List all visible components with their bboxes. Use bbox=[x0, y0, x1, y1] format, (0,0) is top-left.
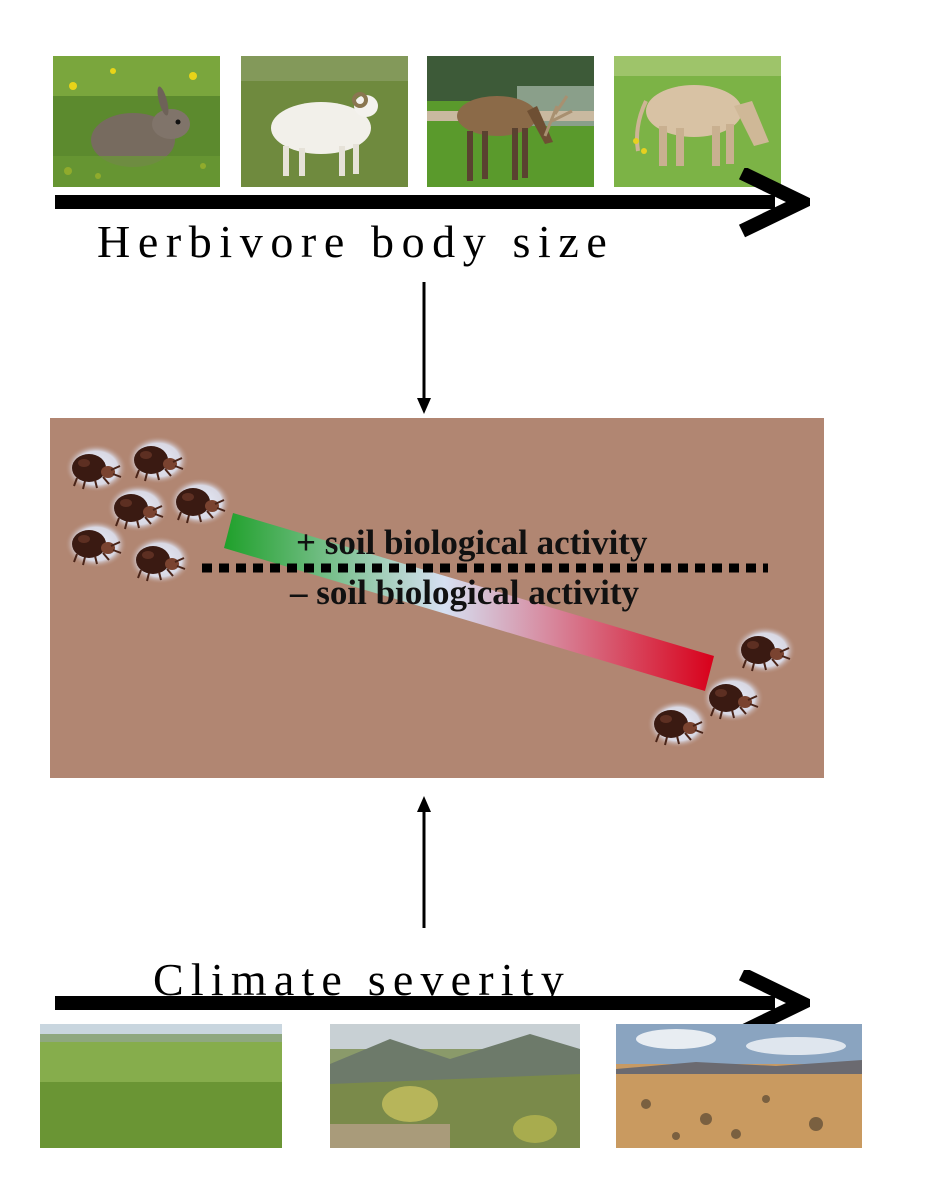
soil-mite-icon bbox=[702, 674, 764, 722]
shrubland-photo bbox=[330, 1024, 580, 1148]
threshold-dotted-line bbox=[202, 563, 768, 573]
up-arrow bbox=[417, 796, 431, 928]
desert-photo bbox=[616, 1024, 862, 1148]
positive-activity-label: + soil biological activity bbox=[296, 523, 648, 562]
activity-gradient-bar bbox=[224, 513, 714, 691]
soil-mite-icon bbox=[127, 436, 189, 484]
herbivore-axis-arrow bbox=[55, 168, 810, 238]
cow-photo bbox=[614, 56, 781, 187]
climate-axis-arrow bbox=[55, 970, 810, 1039]
grassland-photo bbox=[40, 1024, 282, 1148]
negative-activity-label: – soil biological activity bbox=[290, 573, 640, 612]
soil-panel: + soil biological activity – soil biolog… bbox=[50, 418, 824, 778]
soil-mite-icon bbox=[129, 536, 191, 584]
rabbit-photo bbox=[53, 56, 220, 187]
climate-severity-label: Climate severity bbox=[153, 954, 571, 1005]
herbivore-body-size-label: Herbivore body size bbox=[97, 216, 615, 267]
soil-mite-icon bbox=[65, 520, 127, 568]
elk-photo bbox=[427, 56, 594, 187]
soil-mite-icon bbox=[734, 626, 796, 674]
soil-mite-icon bbox=[647, 700, 709, 748]
sheep-photo bbox=[241, 56, 408, 187]
soil-mite-icon bbox=[169, 478, 231, 526]
down-arrow bbox=[417, 282, 431, 414]
